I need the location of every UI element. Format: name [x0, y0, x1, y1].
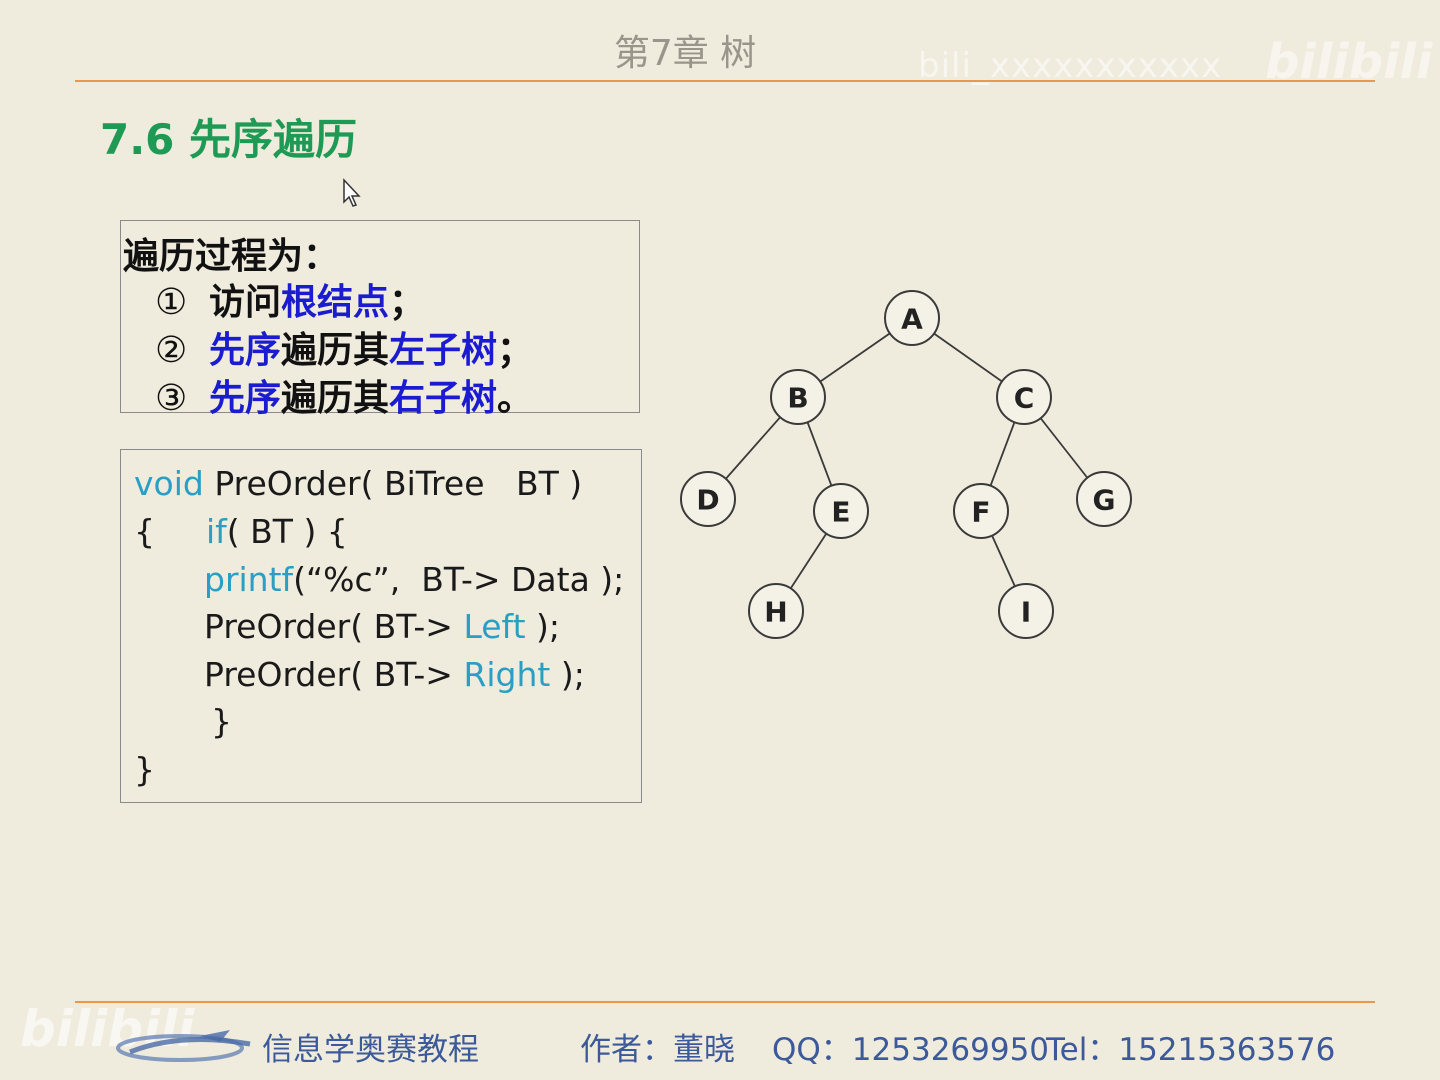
step-number: ③ [155, 378, 188, 419]
code-keyword: if [206, 512, 227, 551]
section-title: 7.6 先序遍历 [100, 115, 358, 164]
code-brace-open: { [134, 512, 155, 551]
tree-node-circle [1076, 471, 1132, 527]
code-text: PreOrder( BT-> [204, 655, 464, 694]
code-text: PreOrder( BT-> [204, 607, 464, 646]
tree-node-circle [748, 583, 804, 639]
code-brace-inner-close: } [211, 702, 232, 741]
code-line-4: PreOrder( BT-> Left ); [204, 607, 560, 646]
code-text: (“%c”, BT-> Data ); [293, 560, 625, 599]
step-number: ① [155, 282, 188, 323]
code-text: ); [525, 607, 561, 646]
process-step-3: ③ 先序遍历其右子树。 [155, 369, 533, 421]
code-text: ( BT ) { [226, 512, 348, 551]
bilibili-watermark-footer: bilibili [20, 1000, 195, 1058]
tree-node-label: A [901, 303, 923, 336]
tree-node-circle [884, 290, 940, 346]
watermark-username: bili_xxxxxxxxxxx [918, 46, 1223, 86]
tree-node-circle [996, 369, 1052, 425]
code-text: ); [550, 655, 585, 694]
step-end: 。 [497, 377, 534, 419]
step-end: ； [497, 329, 534, 371]
tree-node-label: H [764, 596, 787, 629]
tree-node-circle [998, 583, 1054, 639]
tree-node-label: F [971, 496, 990, 529]
step-text: 遍历其 [281, 329, 390, 371]
footer-qq: QQ：1253269950 [772, 1032, 1050, 1068]
code-line-3: printf(“%c”, BT-> Data ); [204, 560, 624, 599]
code-keyword: Left [463, 607, 526, 646]
tree-node-F: F [953, 483, 1009, 539]
tree-node-label: G [1093, 484, 1116, 517]
tree-node-C: C [996, 369, 1052, 425]
tree-node-E: E [813, 483, 869, 539]
tree-node-H: H [748, 583, 804, 639]
tree-node-label: I [1021, 596, 1031, 629]
tree-node-circle [813, 483, 869, 539]
step-highlight: 先序 [209, 377, 282, 419]
code-line-2: if( BT ) { [206, 512, 348, 551]
tree-node-A: A [884, 290, 940, 346]
code-line-5: PreOrder( BT-> Right ); [204, 655, 585, 694]
footer-divider [75, 1001, 1375, 1003]
code-text: PreOrder( BiTree BT ) [203, 464, 583, 503]
code-line-1: void PreOrder( BiTree BT ) [134, 464, 582, 503]
tree-node-B: B [770, 369, 826, 425]
process-step-1: ① 访问根结点； [155, 273, 425, 325]
step-text: 访问 [209, 281, 282, 323]
tree-node-G: G [1076, 471, 1132, 527]
step-number: ② [155, 330, 188, 371]
tree-node-label: B [787, 382, 808, 415]
code-brace-close: } [134, 750, 155, 789]
code-keyword: Right [463, 655, 551, 694]
step-highlight-2: 左子树 [389, 329, 498, 371]
code-keyword: void [134, 464, 204, 503]
step-highlight-2: 右子树 [389, 377, 498, 419]
step-text: 遍历其 [281, 377, 390, 419]
tree-node-circle [770, 369, 826, 425]
binary-tree-diagram: A B C D E F G H I [680, 290, 1132, 639]
tree-node-D: D [680, 471, 736, 527]
footer-tel: Tel：15215363576 [1046, 1032, 1336, 1068]
code-keyword: printf [204, 560, 294, 599]
tree-node-label: C [1014, 382, 1035, 415]
header-divider [75, 80, 1375, 82]
process-step-2: ② 先序遍历其左子树； [155, 321, 533, 373]
tree-node-label: E [831, 496, 850, 529]
footer-author: 作者：董晓 [580, 1032, 735, 1068]
process-title: 遍历过程为： [123, 235, 340, 277]
tree-node-label: D [696, 484, 719, 517]
tree-node-circle [953, 483, 1009, 539]
footer-course: 信息学奥赛教程 [262, 1032, 479, 1068]
step-highlight: 先序 [209, 329, 282, 371]
chapter-header: 第7章 树 [613, 33, 757, 74]
step-highlight: 根结点 [281, 281, 390, 323]
tree-node-circle [680, 471, 736, 527]
course-logo-icon [116, 1030, 251, 1062]
tree-node-I: I [998, 583, 1054, 639]
step-end: ； [389, 281, 426, 323]
code-box: void PreOrder( BiTree BT ) { if( BT ) { … [120, 449, 642, 803]
mouse-cursor-icon [343, 178, 361, 207]
